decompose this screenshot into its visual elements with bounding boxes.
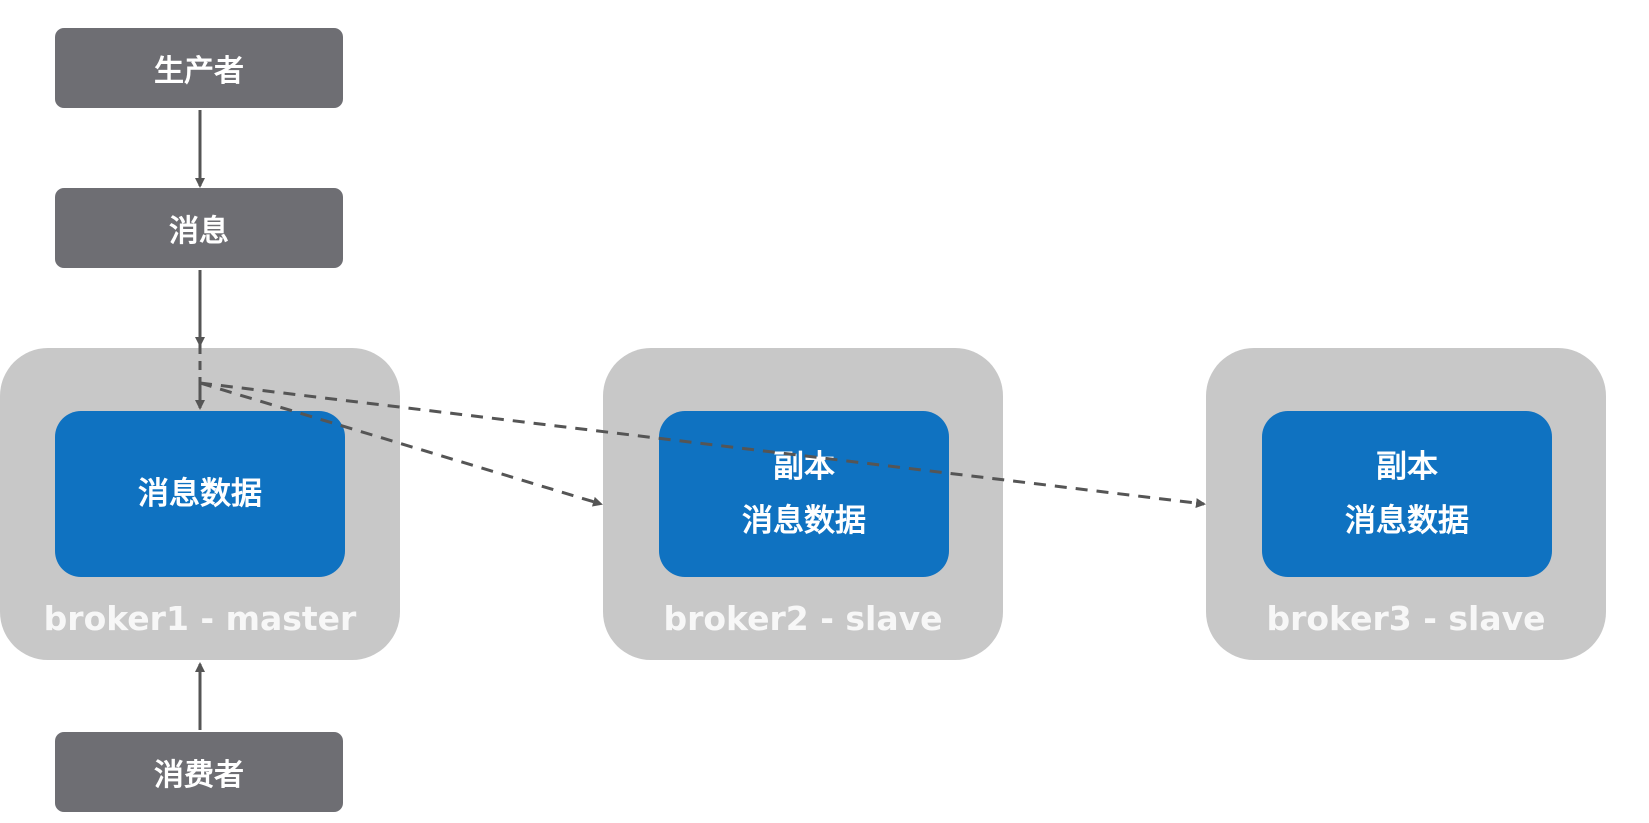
- broker2-label: broker2 - slave: [663, 599, 943, 638]
- broker2-data-block: 副本 消息数据: [659, 411, 949, 577]
- arrow-to-broker2: [199, 381, 603, 507]
- producer-label: 生产者: [154, 54, 244, 89]
- broker3-data-block: 副本 消息数据: [1262, 411, 1552, 577]
- broker2-replica-line: 副本: [773, 449, 835, 485]
- consumer-label: 消费者: [154, 758, 244, 793]
- broker1-label: broker1 - master: [43, 599, 357, 638]
- message-node: 消息: [55, 188, 343, 268]
- broker3-container: 副本 消息数据 broker3 - slave: [1206, 348, 1606, 660]
- broker3-label: broker3 - slave: [1266, 599, 1546, 638]
- broker2-data-line: 消息数据: [742, 503, 866, 539]
- broker2-container: 副本 消息数据 broker2 - slave: [603, 348, 1003, 660]
- broker3-replica-line: 副本: [1376, 449, 1438, 485]
- broker1-data-block: 消息数据: [55, 411, 345, 577]
- broker1-data-line: 消息数据: [138, 476, 262, 512]
- broker3-data-line: 消息数据: [1345, 503, 1469, 539]
- arrow-to-broker3: [199, 381, 1206, 509]
- consumer-node: 消费者: [55, 732, 343, 812]
- message-label: 消息: [169, 214, 229, 249]
- producer-node: 生产者: [55, 28, 343, 108]
